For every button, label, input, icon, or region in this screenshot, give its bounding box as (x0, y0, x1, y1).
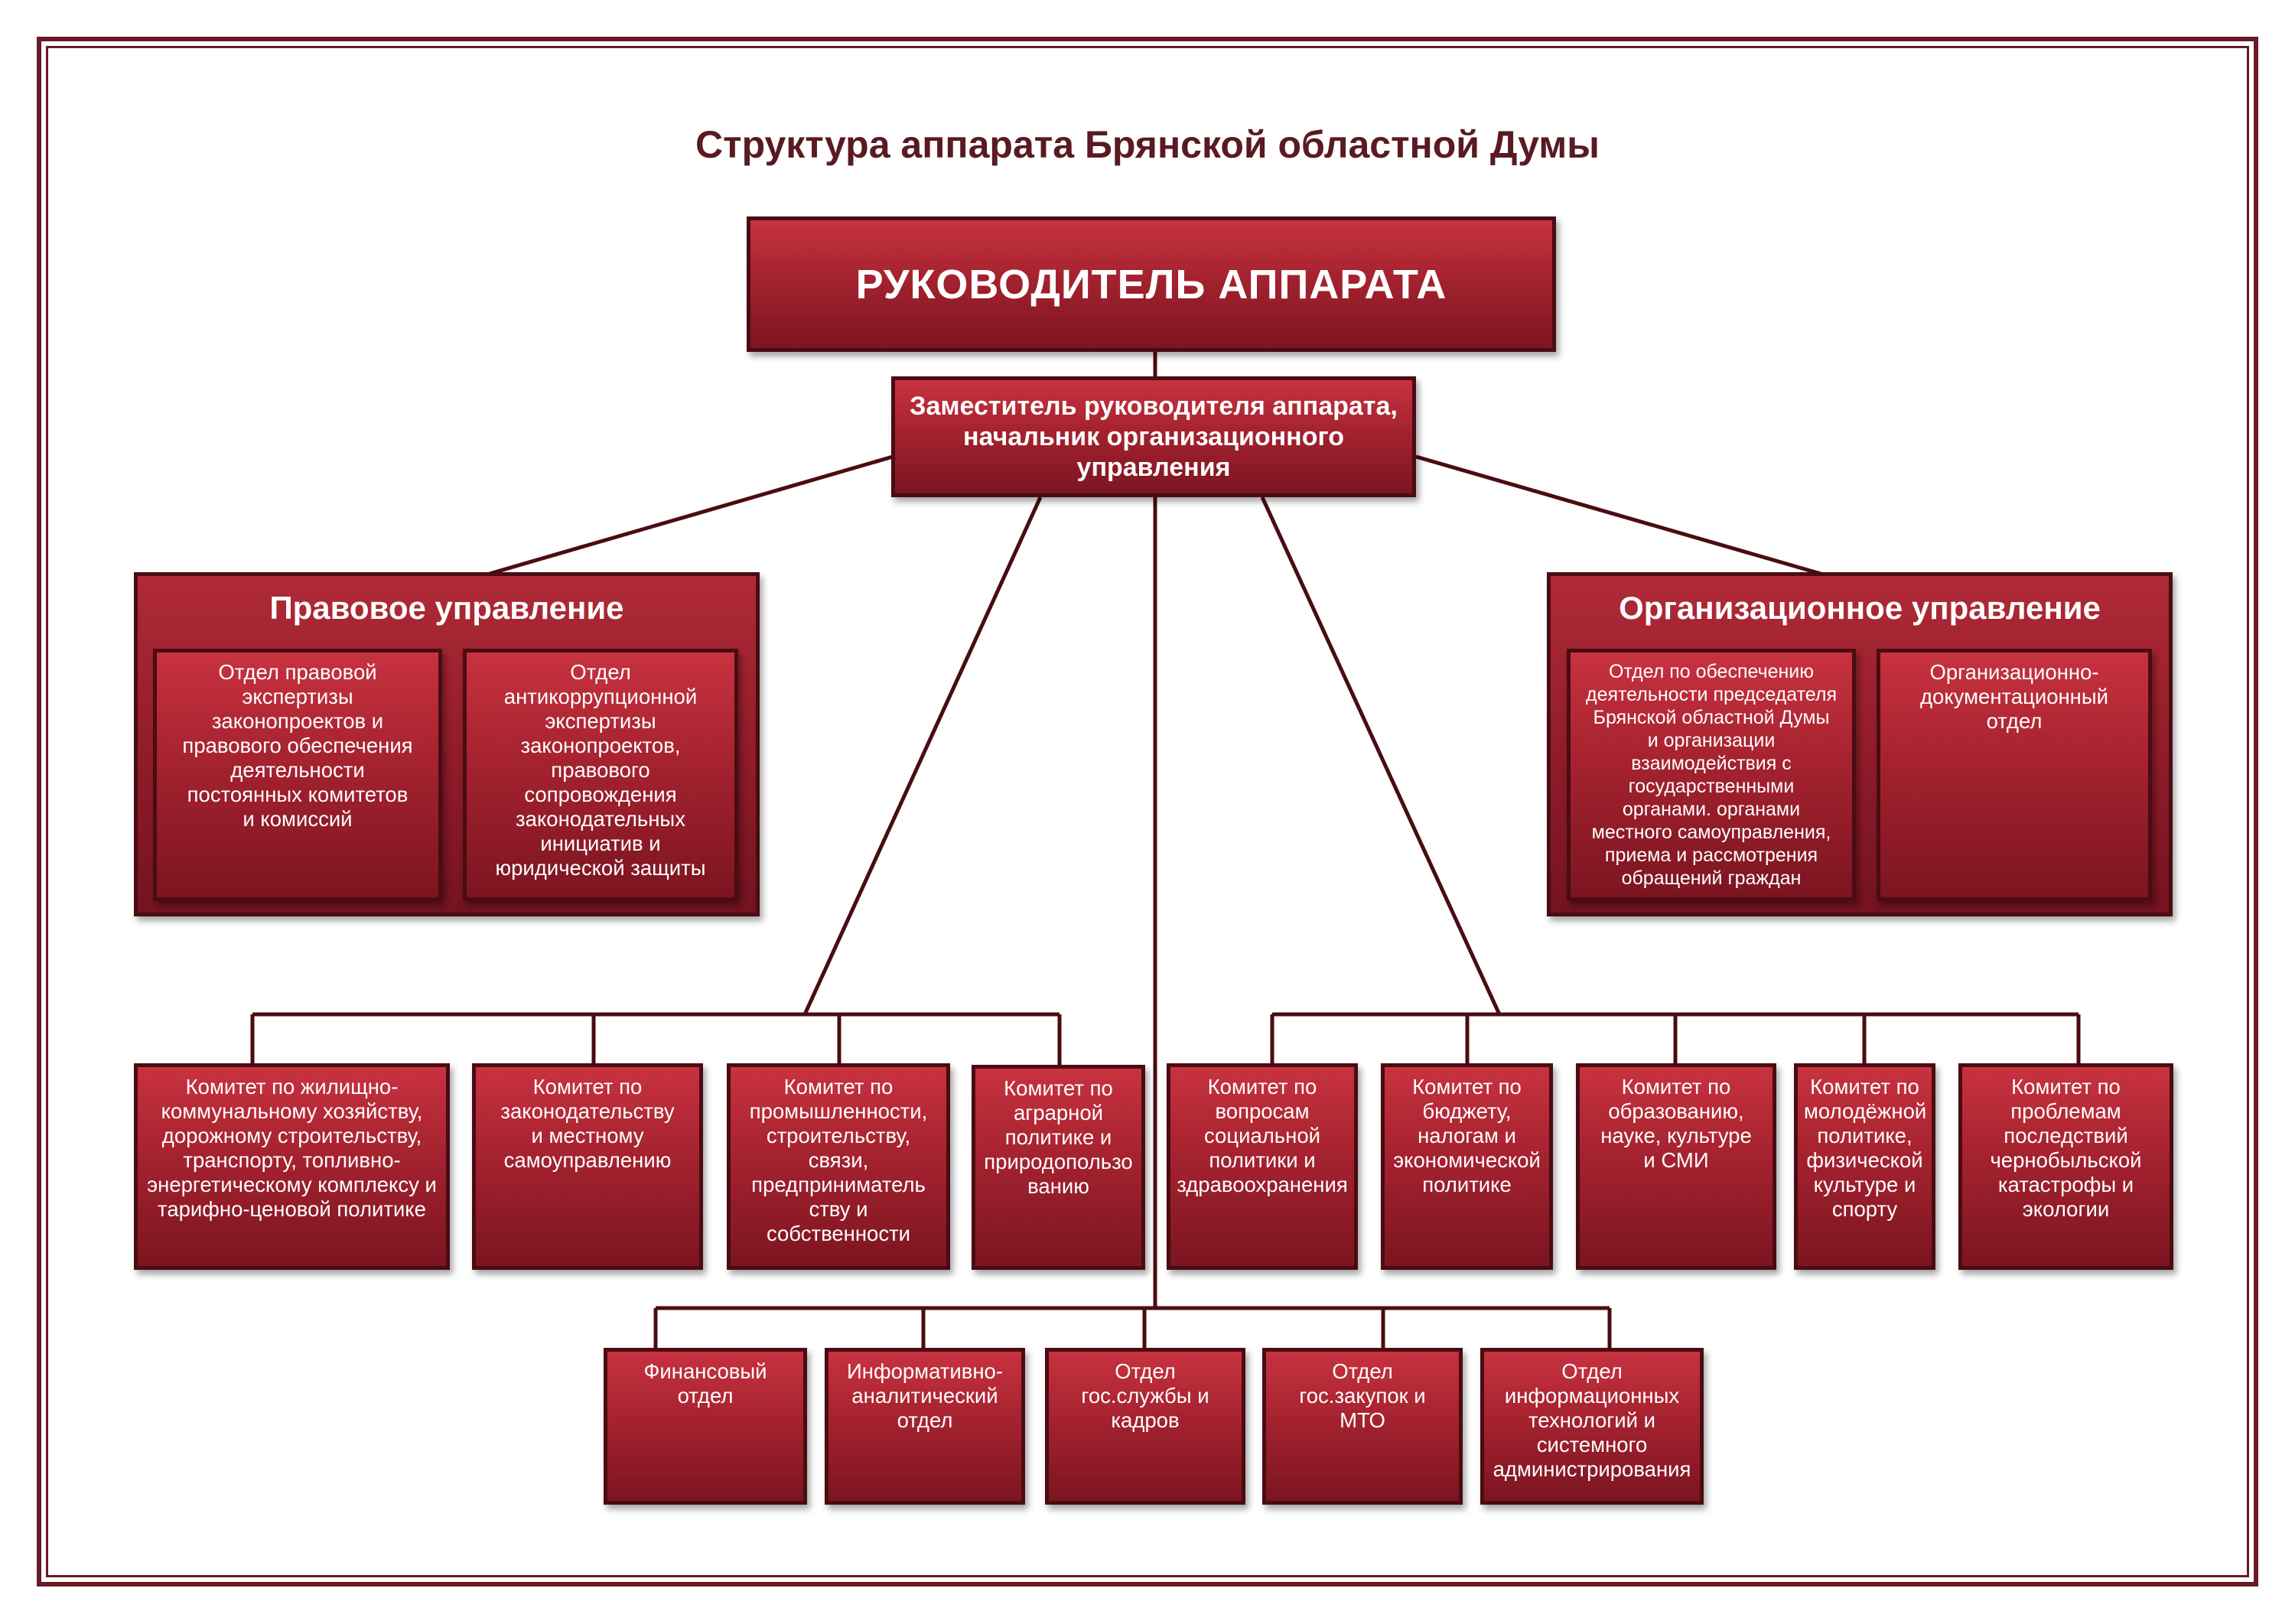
deputy-label: Заместитель руководителя аппарата, начал… (910, 392, 1398, 482)
connector-deputy-left-committees (802, 496, 1043, 1016)
committee-box: Комитет по законодательству и местному с… (472, 1063, 703, 1270)
legal-group-title: Правовое управление (269, 590, 624, 626)
org-dept-box: Организационно- документационный отдел (1877, 649, 2152, 901)
org-group-title: Организационное управление (1619, 590, 2101, 626)
department-box: Отдел гос.закупок и МТО (1262, 1348, 1463, 1505)
connector-deputy-org (1415, 454, 1821, 576)
committee-box: Комитет по промышленности, строительству… (727, 1063, 950, 1270)
committee-box: Комитет по вопросам социальной политики … (1167, 1063, 1358, 1270)
org-dept-box: Отдел по обеспечению деятельности предсе… (1567, 649, 1856, 901)
deputy-box: Заместитель руководителя аппарата, начал… (891, 376, 1416, 497)
legal-dept-box: Отдел антикоррупционной экспертизы закон… (463, 649, 738, 901)
inner-frame (46, 46, 2249, 1577)
legal-dept-box: Отдел правовой экспертизы законопроектов… (153, 649, 442, 901)
committee-box: Комитет по молодёжной политике, физическ… (1794, 1063, 1935, 1270)
committee-box: Комитет по бюджету, налогам и экономичес… (1381, 1063, 1553, 1270)
department-box: Отдел гос.службы и кадров (1045, 1348, 1245, 1505)
head-label: РУКОВОДИТЕЛЬ АППАРАТА (855, 261, 1447, 308)
department-box: Информативно- аналитический отдел (825, 1348, 1025, 1505)
committee-box: Комитет по жилищно- коммунальному хозяйс… (134, 1063, 450, 1270)
committee-box: Комитет по проблемам последствий чернобы… (1958, 1063, 2173, 1270)
chart-title: Структура аппарата Брянской областной Ду… (695, 123, 1600, 166)
outer-frame (37, 37, 2258, 1587)
connector-deputy-legal (489, 454, 894, 576)
connector-deputy-right-committees (1260, 496, 1502, 1016)
committee-box: Комитет по аграрной политике и природопо… (972, 1065, 1145, 1270)
committee-box: Комитет по образованию, науке, культуре … (1576, 1063, 1776, 1270)
department-box: Отдел информационных технологий и систем… (1480, 1348, 1704, 1505)
head-box: РУКОВОДИТЕЛЬ АППАРАТА (747, 216, 1556, 352)
department-box: Финансовый отдел (604, 1348, 807, 1505)
